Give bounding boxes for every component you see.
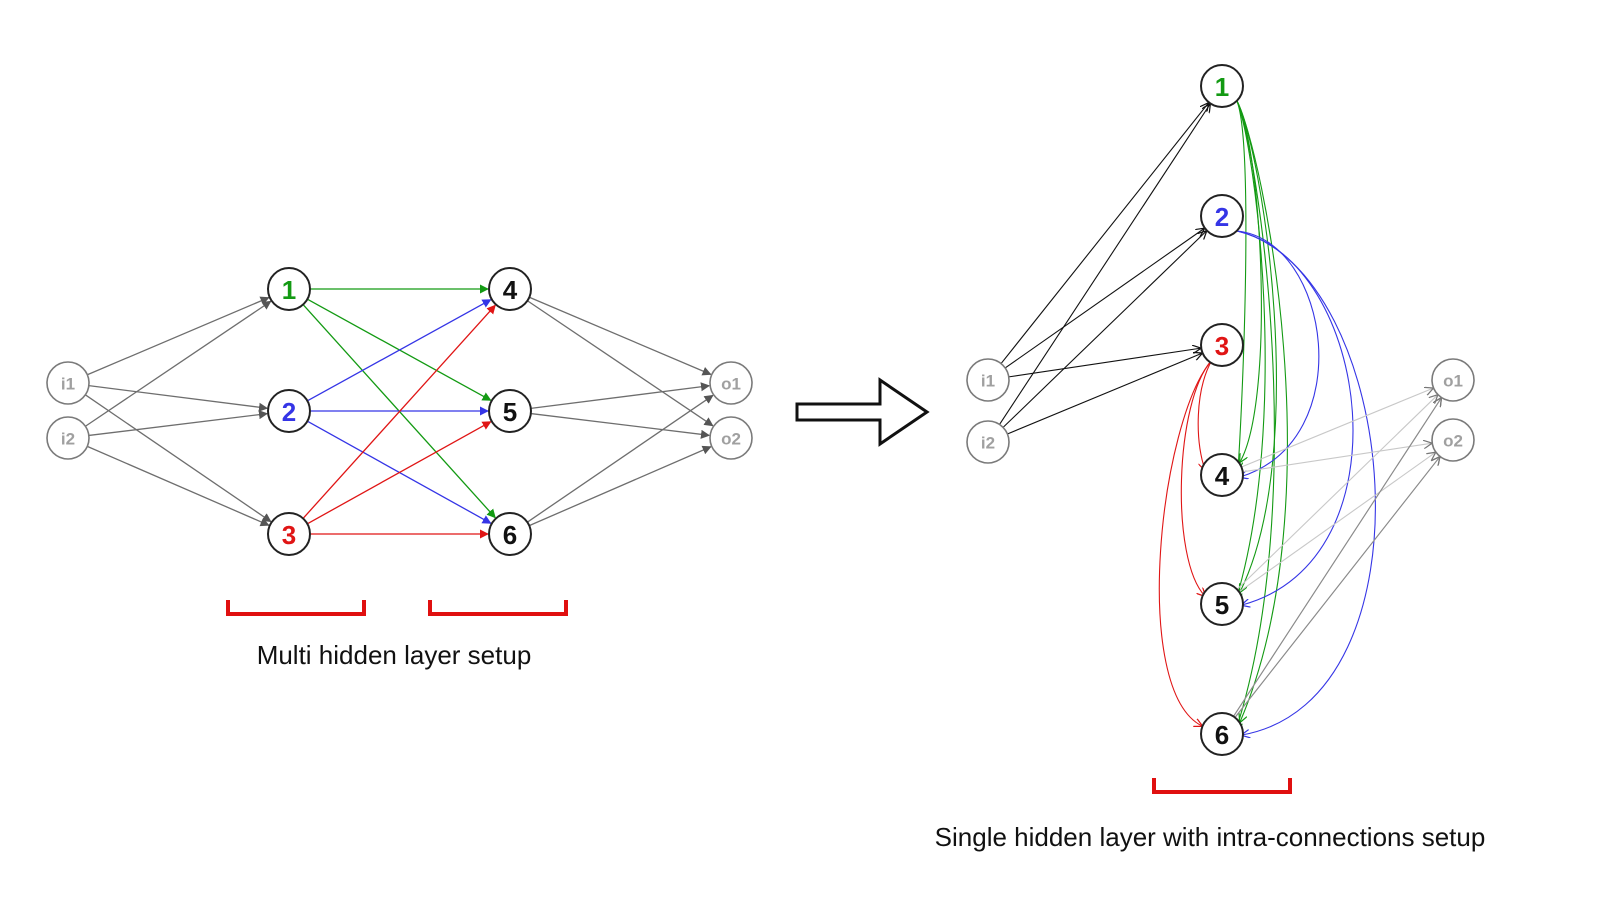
right-edge-i2-h2 [1002,231,1206,428]
right-intra-edge-h1-h6-2 [1236,100,1288,722]
right-node-label-h1: 1 [1215,72,1229,102]
right-node-h5: 5 [1200,582,1244,626]
left-node-h3: 3 [267,512,311,556]
left-node-label-h5: 5 [503,397,517,427]
left-bracket-layer-2 [428,600,568,616]
left-bracket-layer-1 [226,600,366,616]
right-node-label-h5: 5 [1215,590,1229,620]
left-edge-i1-h1 [87,296,270,376]
right-node-h1: 1 [1200,64,1244,108]
left-node-label-o2: o2 [721,430,741,449]
left-node-h2: 2 [267,389,311,433]
right-node-label-h4: 4 [1215,461,1230,491]
right-node-label-o2: o2 [1443,432,1463,451]
right-edge-dark-h6-o2 [1234,457,1439,718]
hollow-right-arrow-icon [795,377,930,447]
right-node-h4: 4 [1200,453,1244,497]
left-node-i1: i1 [46,361,90,405]
right-node-label-h3: 3 [1215,331,1229,361]
right-bracket-hidden-layer [1152,778,1292,794]
left-node-label-h4: 4 [503,275,518,305]
left-edge-h5-o2 [530,412,711,439]
right-node-label-i1: i1 [981,372,995,391]
right-edge-i1-h1 [1000,103,1208,364]
right-node-i2: i2 [966,420,1010,464]
left-edges [84,284,714,539]
right-caption: Single hidden layer with intra-connectio… [935,822,1486,852]
right-intra-edge-h1-h4-3 [1237,100,1247,470]
right-node-label-h6: 6 [1215,720,1229,750]
right-intra-edge-h2-h5-7 [1236,230,1354,605]
right-edge-i2-h1 [999,104,1210,425]
left-node-i2: i2 [46,416,90,460]
right-node-i1: i1 [966,358,1010,402]
left-node-label-i2: i2 [61,430,75,449]
left-edge-h4-o2 [527,300,714,427]
left-edge-h2-h4 [307,299,492,402]
left-edge-h3-h4 [302,304,496,519]
left-node-label-h3: 3 [282,520,296,550]
left-edge-h5-o1 [530,382,711,410]
right-node-label-o1: o1 [1443,372,1463,391]
right-intra-edge-h1-h5-4 [1236,100,1266,600]
left-node-o2: o2 [709,416,753,460]
right-intra-edge-h3-h6-11 [1158,359,1213,726]
left-node-h1: 1 [267,267,311,311]
right-node-o2: o2 [1431,418,1475,462]
left-edge-i1-h3 [84,394,272,523]
left-node-h5: 5 [488,389,532,433]
left-edge-h6-o2 [529,445,712,527]
right-node-label-h2: 2 [1215,202,1229,232]
right-intra-edge-h2-h4-6 [1236,230,1320,477]
left-edge-h4-o1 [529,296,712,376]
right-intra-edge-h3-h5-10 [1180,359,1213,596]
right-edge-h4-o2 [1242,443,1431,473]
right-node-h2: 2 [1200,194,1244,238]
right-edge-h4-o1 [1241,388,1432,468]
right-edges [999,100,1441,735]
left-edge-i2-h1 [85,300,272,427]
left-edge-h6-o1 [526,394,714,523]
right-intra-edge-h3-h4-9 [1197,359,1213,470]
right-node-h6: 6 [1200,712,1244,756]
left-node-o1: o1 [709,361,753,405]
left-node-label-h2: 2 [282,397,296,427]
right-intra-edge-h1-h5-1 [1236,100,1277,592]
left-node-h4: 4 [488,267,532,311]
left-edge-h3-h5 [307,421,492,525]
left-node-label-i1: i1 [61,375,75,394]
right-edge-h5-o1 [1236,395,1437,590]
right-edge-dark-h6-o1 [1233,398,1441,717]
left-caption: Multi hidden layer setup [257,640,532,670]
right-node-o1: o1 [1431,358,1475,402]
right-intra-edge-h1-h6-5 [1236,100,1275,730]
left-node-label-h1: 1 [282,275,296,305]
left-node-label-o1: o1 [721,375,741,394]
right-edge-h5-o2 [1238,453,1435,593]
left-node-h6: 6 [488,512,532,556]
left-node-label-h6: 6 [503,520,517,550]
right-node-label-i2: i2 [981,434,995,453]
right-node-h3: 3 [1200,323,1244,367]
right-nodes: i1 i2 1 2 3 4 5 6 o1 o2 [966,64,1475,756]
right-intra-edge-h2-h6-8 [1236,230,1376,735]
left-edge-i2-h3 [87,445,270,527]
right-edge-i1-h3 [1008,348,1200,378]
right-edge-i2-h3 [1007,353,1201,435]
left-nodes: i1 i2 1 2 3 4 5 6 o1 o2 [46,267,753,556]
right-edge-i1-h2 [1004,229,1204,369]
left-edge-i1-h2 [88,384,269,412]
left-edge-i2-h2 [88,410,269,437]
